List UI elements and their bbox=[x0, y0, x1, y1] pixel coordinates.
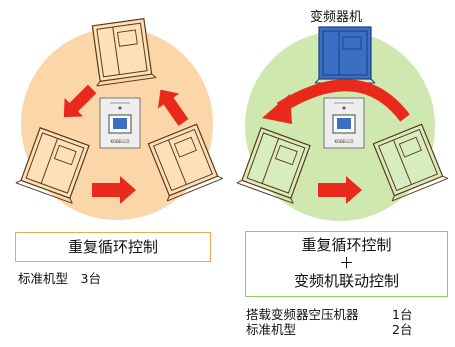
right-caption-line2: 变频机联动控制 bbox=[293, 272, 399, 290]
spec-qty-2: 2台 bbox=[392, 322, 413, 337]
left-arrow-right bbox=[92, 176, 136, 204]
right-controller: KOBELCO bbox=[323, 97, 365, 149]
left-caption-box: 重复循环控制 bbox=[15, 232, 211, 262]
left-controller: KOBELCO bbox=[99, 97, 141, 149]
left-panel: KOBELCO bbox=[15, 17, 224, 220]
inverter-compressor bbox=[314, 26, 376, 84]
right-caption-line1: 重复循环控制 bbox=[301, 236, 392, 254]
left-caption: 重复循环控制 bbox=[67, 238, 158, 256]
spec-qty-1: 1台 bbox=[392, 307, 413, 322]
right-caption-box: 重复循环控制 ＋ 变频机联动控制 bbox=[245, 231, 448, 297]
spec-name-2: 标准机型 bbox=[246, 322, 297, 337]
right-arrow-right bbox=[318, 176, 362, 204]
left-arrow-down-left bbox=[63, 84, 97, 118]
left-note: 标准机型 3台 bbox=[18, 271, 101, 286]
left-controller-logo: KOBELCO bbox=[111, 139, 130, 144]
inverter-label: 变频器机 bbox=[310, 10, 363, 25]
left-arrow-up-left bbox=[157, 89, 189, 126]
right-arrow-curved bbox=[262, 79, 410, 124]
right-controller-logo: KOBELCO bbox=[335, 139, 354, 144]
right-panel: KOBELCO bbox=[236, 26, 449, 221]
spec-name-1: 搭载变频器空压机器 bbox=[246, 307, 359, 322]
right-caption-plus: ＋ bbox=[338, 254, 354, 272]
